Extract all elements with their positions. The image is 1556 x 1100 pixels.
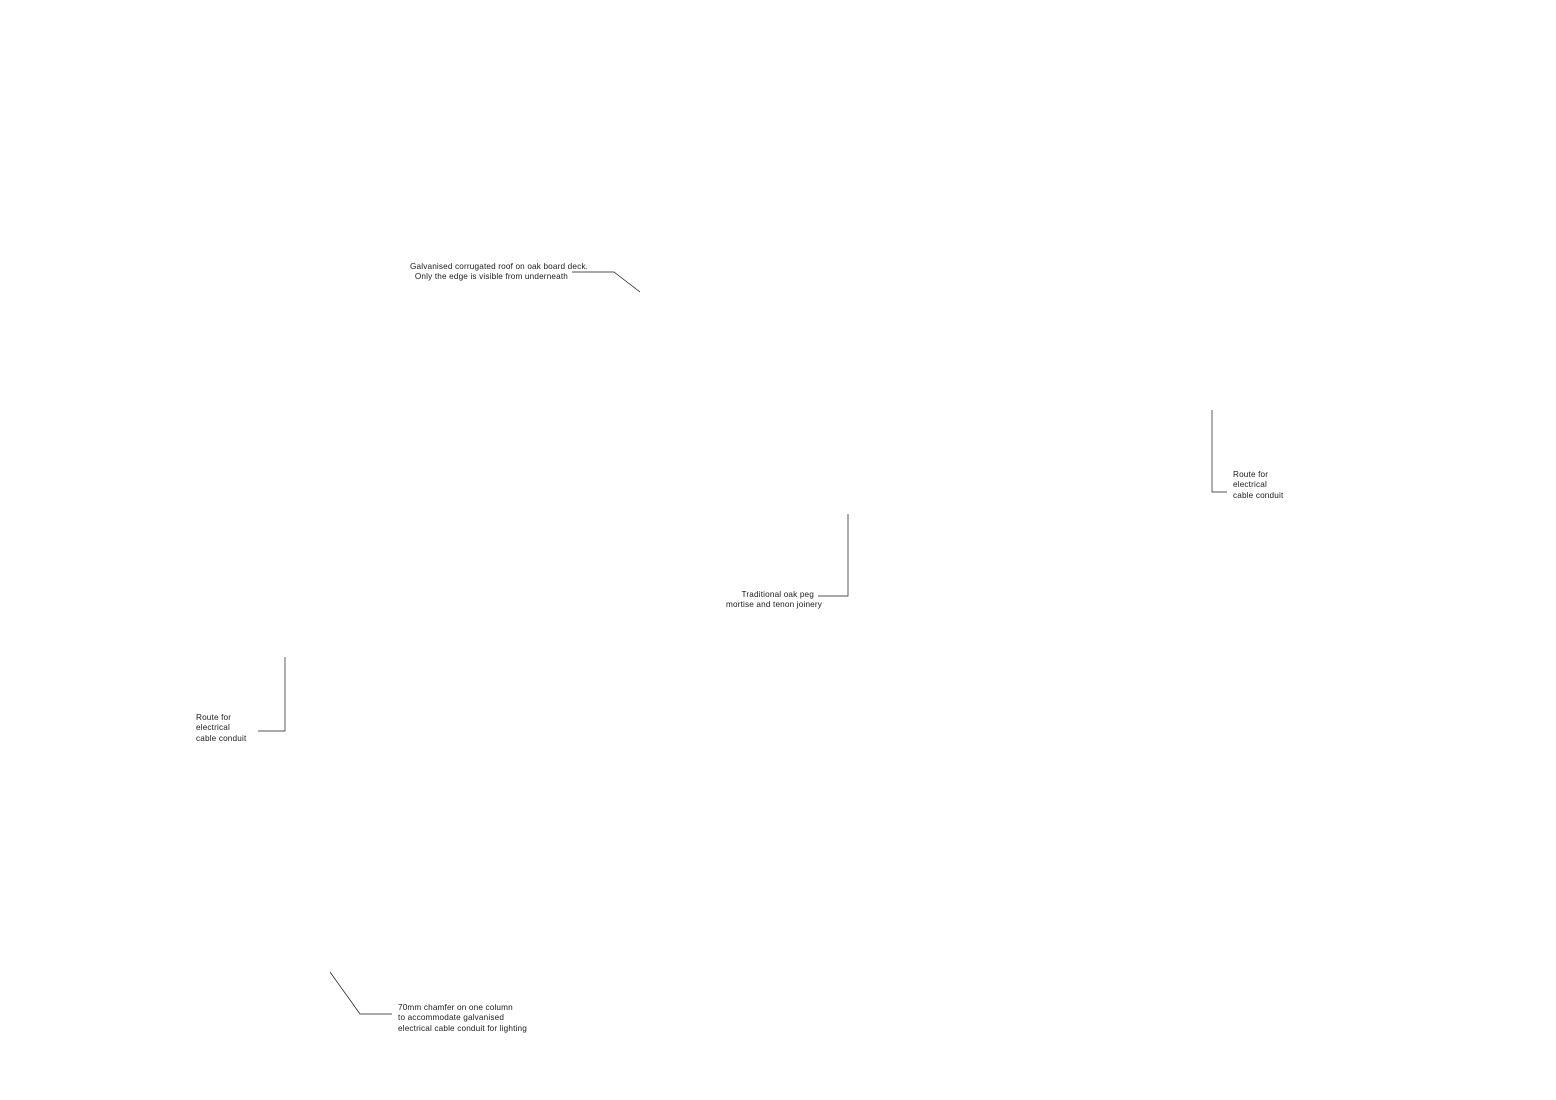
corrugated-eave-edges [1, 578, 195, 701]
chamfer-conduit-note: 70mm chamfer on one column to accommodat… [398, 1003, 527, 1033]
mortise-tenon-joinery-note: Traditional oak peg mortise and tenon jo… [726, 590, 823, 610]
electrical-conduit-route-note-left: Route for electrical cable conduit [196, 713, 247, 743]
wall-plate-set [27, 624, 172, 713]
roof-plane-far [98, 574, 200, 692]
annotation-leaders [258, 271, 1227, 1015]
leader-line [258, 657, 286, 732]
leader-line [329, 971, 392, 1015]
roof-construction-note: Galvanised corrugated roof on oak board … [410, 262, 589, 282]
roof-plane-near [14, 578, 107, 636]
leader-line [818, 514, 849, 597]
purlin-set [40, 600, 174, 681]
electrical-conduit-route-note-right: Route for electrical cable conduit [1233, 470, 1284, 500]
leader-line [1211, 410, 1227, 493]
leader-line [572, 271, 641, 293]
